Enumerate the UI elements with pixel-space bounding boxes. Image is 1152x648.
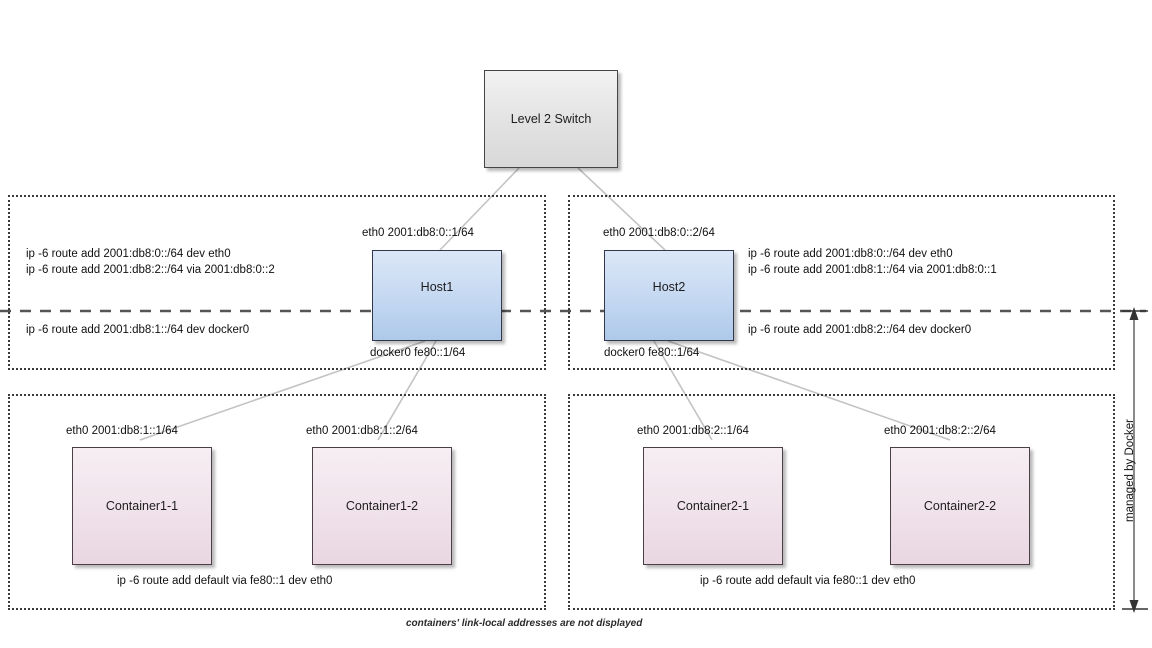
node-container1-2[interactable]: Container1-2 <box>312 447 452 565</box>
container1-1-eth0-label: eth0 2001:db8:1::1/64 <box>66 425 178 437</box>
container1-2-label: Container1-2 <box>345 499 419 513</box>
container-group-1-route: ip -6 route add default via fe80::1 dev … <box>117 575 333 587</box>
host1-route-docker0: ip -6 route add 2001:db8:1::/64 dev dock… <box>26 324 250 336</box>
node-host2[interactable]: Host2 <box>604 250 734 341</box>
container2-2-label: Container2-2 <box>923 499 997 513</box>
diagram-caption: containers' link-local addresses are not… <box>406 618 643 629</box>
host2-route-remote: ip -6 route add 2001:db8:1::/64 via 2001… <box>748 264 997 276</box>
host1-label: Host1 <box>420 279 454 294</box>
host1-eth0-label: eth0 2001:db8:0::1/64 <box>362 227 474 239</box>
host2-route-eth0: ip -6 route add 2001:db8:0::/64 dev eth0 <box>748 248 953 260</box>
host2-docker0-label: docker0 fe80::1/64 <box>604 347 700 359</box>
host1-docker0-label: docker0 fe80::1/64 <box>370 347 466 359</box>
host2-eth0-label: eth0 2001:db8:0::2/64 <box>603 227 715 239</box>
managed-by-docker-label: managed by Docker <box>1124 419 1136 522</box>
host2-label: Host2 <box>652 279 686 294</box>
host2-route-docker0: ip -6 route add 2001:db8:2::/64 dev dock… <box>748 324 972 336</box>
node-container1-1[interactable]: Container1-1 <box>72 447 212 565</box>
node-container2-2[interactable]: Container2-2 <box>890 447 1030 565</box>
host1-route-remote: ip -6 route add 2001:db8:2::/64 via 2001… <box>26 264 275 276</box>
node-container2-1[interactable]: Container2-1 <box>643 447 783 565</box>
container1-1-label: Container1-1 <box>105 499 179 513</box>
container2-2-eth0-label: eth0 2001:db8:2::2/64 <box>884 425 996 437</box>
host1-route-eth0: ip -6 route add 2001:db8:0::/64 dev eth0 <box>26 248 231 260</box>
container-group-2-route: ip -6 route add default via fe80::1 dev … <box>700 575 916 587</box>
container2-1-label: Container2-1 <box>676 499 750 513</box>
switch-label: Level 2 Switch <box>510 112 592 126</box>
container2-1-eth0-label: eth0 2001:db8:2::1/64 <box>637 425 749 437</box>
node-level2-switch[interactable]: Level 2 Switch <box>484 70 618 168</box>
node-host1[interactable]: Host1 <box>372 250 502 341</box>
container1-2-eth0-label: eth0 2001:db8:1::2/64 <box>306 425 418 437</box>
